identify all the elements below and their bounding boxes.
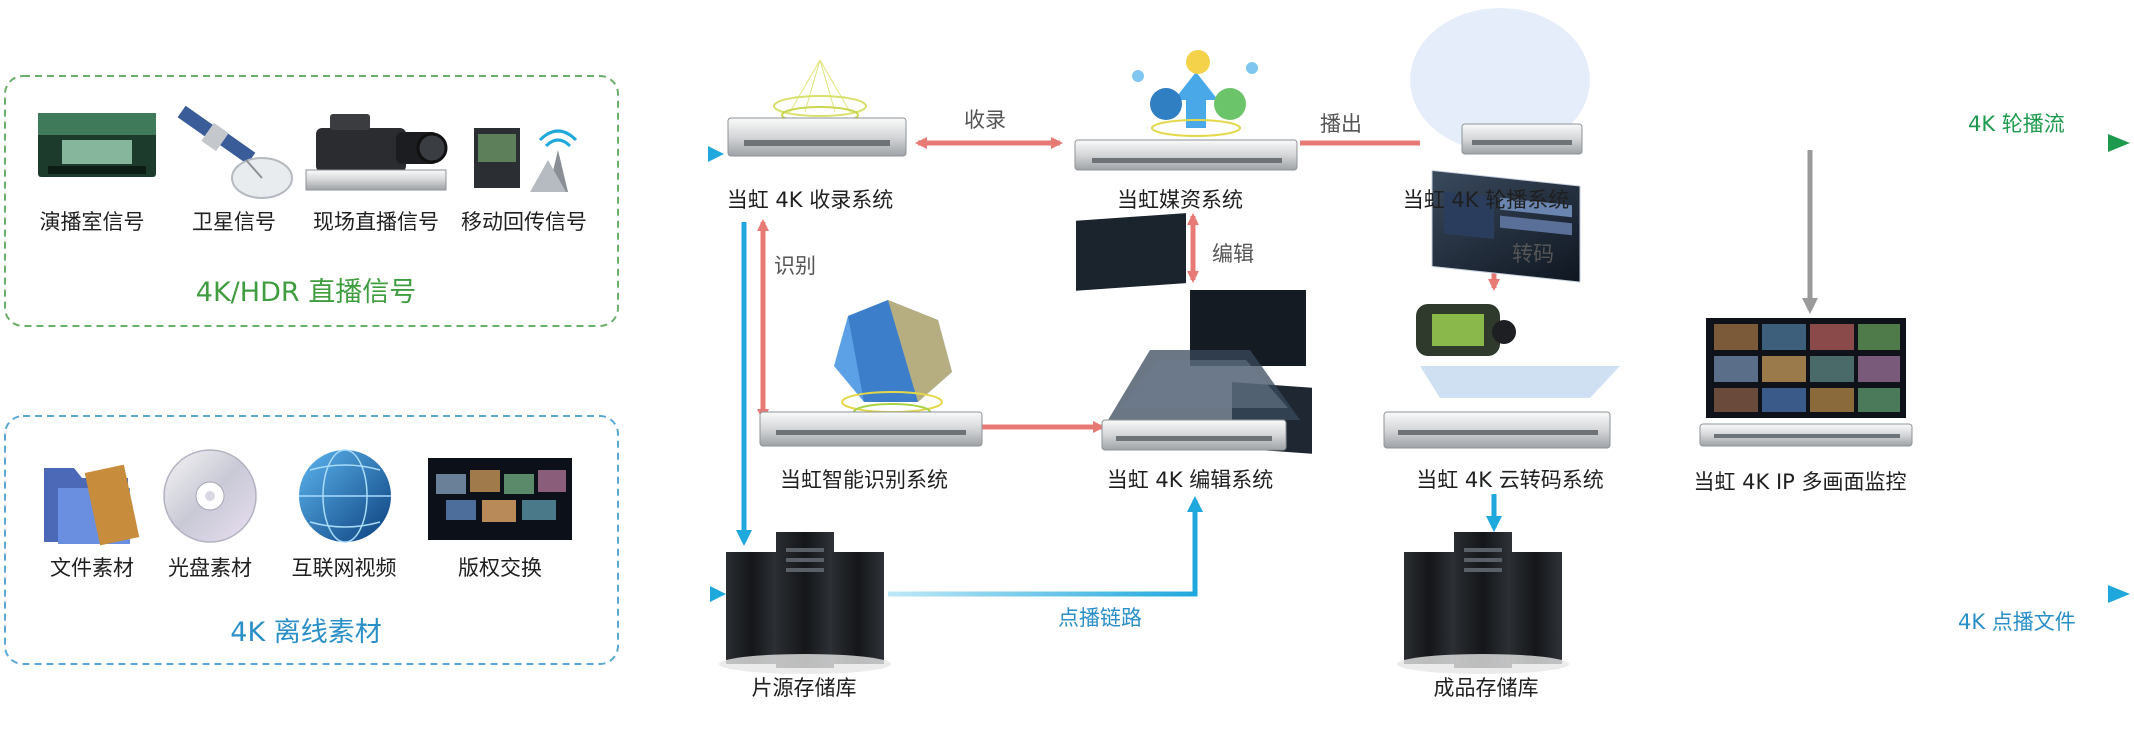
camera-icon bbox=[305, 114, 448, 191]
edit-rack-icon bbox=[1076, 213, 1312, 454]
ai-system-label: 当虹智能识别系统 bbox=[780, 468, 948, 492]
output-stream-label: 4K 轮播流 bbox=[1968, 112, 2065, 136]
live-group-title: 4K/HDR 直播信号 bbox=[195, 277, 417, 308]
edge-label-vod-link: 点播链路 bbox=[1058, 606, 1142, 630]
optical-disc-icon bbox=[163, 449, 257, 543]
mobile-backhaul-icon bbox=[474, 128, 578, 192]
live-group-box bbox=[4, 75, 619, 327]
product-storage-icon bbox=[1397, 532, 1569, 674]
offline-group-box bbox=[4, 415, 619, 665]
internet-globe-icon bbox=[299, 449, 391, 543]
edge-label-record: 收录 bbox=[964, 108, 1006, 132]
edge-label-transcode: 转码 bbox=[1512, 242, 1554, 266]
offline-item-disc-label: 光盘素材 bbox=[168, 556, 252, 580]
source-storage-icon bbox=[719, 532, 891, 674]
live-item-mobile-label: 移动回传信号 bbox=[461, 210, 587, 234]
playout-system-label: 当虹 4K 轮播系统 bbox=[1402, 188, 1570, 212]
satellite-icon bbox=[177, 105, 293, 199]
mam-rack-icon bbox=[1074, 50, 1298, 171]
transcode-system-label: 当虹 4K 云转码系统 bbox=[1416, 468, 1604, 492]
offline-group-title: 4K 离线素材 bbox=[230, 617, 382, 648]
playout-screens-icon bbox=[1410, 8, 1590, 283]
live-item-satellite-label: 卫星信号 bbox=[192, 210, 276, 234]
edges bbox=[628, 134, 2130, 603]
edge-label-edit: 编辑 bbox=[1212, 242, 1254, 266]
live-item-field-label: 现场直播信号 bbox=[313, 210, 439, 234]
edit-system-label: 当虹 4K 编辑系统 bbox=[1106, 468, 1274, 492]
edge-label-broadcast: 播出 bbox=[1320, 112, 1362, 136]
arrow-vod-link bbox=[888, 496, 1203, 597]
live-item-studio-label: 演播室信号 bbox=[39, 210, 145, 234]
edge-label-identify: 识别 bbox=[774, 254, 816, 278]
ingest-system-label: 当虹 4K 收录系统 bbox=[726, 188, 894, 212]
offline-item-internet-label: 互联网视频 bbox=[291, 556, 397, 580]
offline-item-copyright-label: 版权交换 bbox=[458, 556, 542, 580]
ingest-rack-icon bbox=[727, 59, 907, 157]
transcode-rack-icon bbox=[1383, 304, 1620, 449]
monitor-wall-icon bbox=[1699, 318, 1913, 447]
source-storage-label: 片源存储库 bbox=[751, 676, 857, 700]
monitor-system-label: 当虹 4K IP 多画面监控 bbox=[1693, 470, 1907, 494]
product-storage-label: 成品存储库 bbox=[1433, 676, 1539, 700]
output-vod-file-label: 4K 点播文件 bbox=[1958, 610, 2076, 634]
ai-rack-icon bbox=[759, 300, 983, 447]
mam-system-label: 当虹媒资系统 bbox=[1117, 188, 1243, 212]
offline-item-file-label: 文件素材 bbox=[50, 556, 134, 580]
studio-icon bbox=[38, 113, 156, 177]
copyright-exchange-icon bbox=[428, 458, 572, 540]
file-material-icon bbox=[44, 464, 140, 546]
